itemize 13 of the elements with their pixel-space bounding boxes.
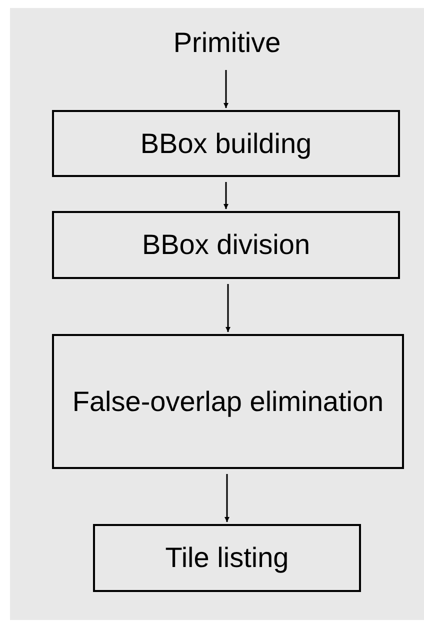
process-box — [52, 334, 404, 469]
arrow — [226, 284, 230, 332]
start-label: Primitive — [173, 26, 281, 60]
box-label: Tile listing — [165, 541, 289, 575]
box-label: BBox building — [140, 126, 312, 160]
process-box — [52, 211, 400, 279]
arrow — [224, 70, 228, 108]
arrow — [224, 474, 230, 522]
box-label: False-overlap elimination — [72, 384, 384, 418]
box-label: BBox division — [142, 228, 310, 262]
arrow — [224, 182, 228, 209]
process-box — [52, 110, 400, 177]
process-box — [93, 524, 361, 592]
